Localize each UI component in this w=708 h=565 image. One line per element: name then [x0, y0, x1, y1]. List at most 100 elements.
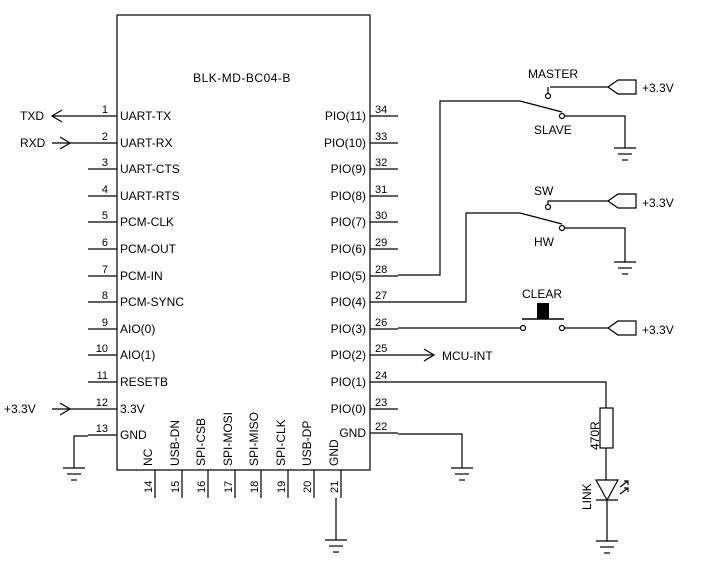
bottom-pin-15: 15 USB-DN [168, 420, 183, 498]
bottom-pin-21: 21 GND [327, 439, 342, 498]
hw-label: HW [534, 235, 555, 249]
pin-label: PIO(8) [331, 189, 366, 203]
right-pin-22: 22 GND [339, 421, 398, 440]
pin-label: GND [327, 439, 341, 466]
pin-label: AIO(1) [120, 348, 155, 362]
pin-number: 1 [102, 104, 108, 116]
module-title: BLK-MD-BC04-B [193, 71, 291, 85]
rxd-connection: RXD [20, 136, 88, 150]
pin-label: PIO(10) [324, 136, 366, 150]
mcu-int-label: MCU-INT [442, 349, 493, 363]
right-pin-29: 29 PIO(6) [331, 237, 398, 256]
pin-number: 6 [102, 237, 108, 249]
master-slave-switch: MASTER SLAVE +3.3V [398, 67, 674, 276]
pin-number: 25 [375, 343, 387, 355]
pin-label: UART-CTS [120, 162, 180, 176]
pin-label: PCM-OUT [120, 242, 177, 256]
mcu-int-connection: MCU-INT [398, 348, 493, 363]
vin-connection: +3.3V [4, 402, 88, 416]
pin-number: 5 [102, 210, 108, 222]
pin-label: GND [339, 426, 366, 440]
pin-label: PIO(4) [331, 295, 366, 309]
pin-label: PIO(9) [331, 162, 366, 176]
pin-number: 23 [375, 397, 387, 409]
pin-label: PCM-SYNC [120, 295, 184, 309]
pin-number: 2 [102, 131, 108, 143]
pin-number: 8 [102, 290, 108, 302]
pin-label: NC [141, 448, 155, 466]
pin-number: 30 [375, 210, 387, 222]
pin-number: 22 [375, 421, 387, 433]
pin-number: 26 [375, 317, 387, 329]
pin-label: SPI-MISO [247, 412, 261, 466]
right-pin-30: 30 PIO(7) [331, 210, 398, 229]
pin-number: 28 [375, 264, 387, 276]
pin-label: AIO(0) [120, 322, 155, 336]
pin-number: 29 [375, 237, 387, 249]
pin-number: 13 [96, 423, 108, 435]
txd-label: TXD [20, 109, 44, 123]
left-pin-6: 6 PCM-OUT [88, 237, 177, 256]
pin-label: PCM-IN [120, 269, 163, 283]
pin-number: 15 [170, 481, 182, 493]
left-pin-group: 1 UART-TX 2 UART-RX 3 UART-CTS 4 UART-RTS 5 PCM-C… [88, 104, 184, 442]
pin-number: 21 [329, 481, 341, 493]
pin-label: SPI-CSB [194, 418, 208, 466]
pin-label: PCM-CLK [120, 215, 174, 229]
pin-label: PIO(1) [331, 375, 366, 389]
gnd-right-connection [398, 433, 473, 481]
clear-button: CLEAR +3.3V [398, 287, 674, 337]
right-pin-28: 28 PIO(5) [331, 264, 398, 283]
pin-number: 32 [375, 157, 387, 169]
vin-label: +3.3V [4, 402, 36, 416]
pin-number: 3 [102, 157, 108, 169]
pin-number: 17 [223, 481, 235, 493]
left-pin-9: 9 AIO(0) [88, 317, 155, 336]
right-pin-32: 32 PIO(9) [331, 157, 398, 176]
bottom-pin-16: 16 SPI-CSB [194, 418, 209, 498]
pin-number: 27 [375, 290, 387, 302]
pin-label: USB-DN [168, 420, 182, 466]
pin-number: 4 [102, 184, 108, 196]
pin-label: UART-RTS [120, 189, 180, 203]
left-pin-2: 2 UART-RX [88, 131, 172, 150]
pin-number: 10 [96, 343, 108, 355]
right-pin-23: 23 PIO(0) [331, 397, 398, 416]
pin-label: PIO(0) [331, 402, 366, 416]
pin-number: 19 [276, 481, 288, 493]
txd-connection: TXD [20, 109, 88, 123]
right-pin-27: 27 PIO(4) [331, 290, 398, 309]
pin-number: 20 [302, 481, 314, 493]
pin-number: 16 [196, 481, 208, 493]
gnd-left-connection [63, 435, 88, 481]
pin-label: PIO(2) [331, 348, 366, 362]
pin-number: 11 [97, 370, 108, 382]
pin-label: UART-TX [120, 109, 171, 123]
pin-number: 14 [143, 481, 155, 493]
master-supply-label: +3.3V [642, 81, 674, 95]
master-label: MASTER [528, 67, 578, 81]
pin-label: PIO(7) [331, 215, 366, 229]
right-pin-group: 34PIO(11)33PIO(10)32PIO(9)31PIO(8)30PIO(… [324, 104, 398, 440]
pin-label: PIO(5) [331, 269, 366, 283]
pin-label: UART-RX [120, 136, 172, 150]
left-pin-5: 5 PCM-CLK [88, 210, 174, 229]
right-pin-34: 34 PIO(11) [325, 104, 398, 123]
led-label: LINK [580, 483, 594, 510]
pin-label: PIO(11) [325, 109, 366, 123]
pin-number: 9 [102, 317, 108, 329]
right-pin-25: 25 PIO(2) [331, 343, 398, 362]
left-pin-8: 8 PCM-SYNC [88, 290, 184, 309]
pin-number: 34 [375, 104, 387, 116]
pin-label: PIO(6) [331, 242, 366, 256]
